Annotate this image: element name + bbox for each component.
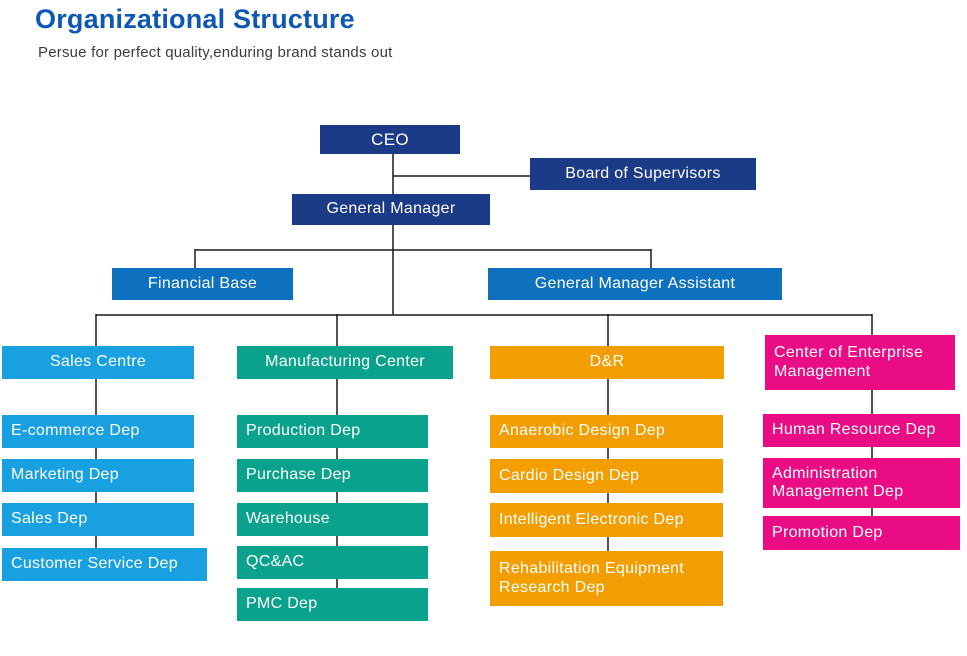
org-node-administration-management-dep: Administration Management Dep bbox=[763, 458, 960, 508]
org-node-warehouse: Warehouse bbox=[237, 503, 428, 536]
org-node-dr: D&R bbox=[490, 346, 724, 379]
org-node-qc-ac: QC&AC bbox=[237, 546, 428, 579]
page-subtitle: Persue for perfect quality,enduring bran… bbox=[38, 44, 393, 61]
org-node-anaerobic-design-dep: Anaerobic Design Dep bbox=[490, 415, 723, 448]
org-node-intelligent-electronic-dep: Intelligent Electronic Dep bbox=[490, 503, 723, 537]
org-node-human-resource-dep: Human Resource Dep bbox=[763, 414, 960, 447]
org-node-sales-dep: Sales Dep bbox=[2, 503, 194, 536]
org-node-enterprise-management: Center of Enterprise Management bbox=[765, 335, 955, 390]
org-node-marketing-dep: Marketing Dep bbox=[2, 459, 194, 492]
org-node-purchase-dep: Purchase Dep bbox=[237, 459, 428, 492]
page-title: Organizational Structure bbox=[35, 4, 355, 34]
org-node-pmc-dep: PMC Dep bbox=[237, 588, 428, 621]
org-node-customer-service-dep: Customer Service Dep bbox=[2, 548, 207, 581]
org-node-sales-centre: Sales Centre bbox=[2, 346, 194, 379]
page-header: Organizational Structure Persue for perf… bbox=[35, 4, 393, 61]
org-node-cardio-design-dep: Cardio Design Dep bbox=[490, 459, 723, 493]
org-node-board: Board of Supervisors bbox=[530, 158, 756, 190]
org-node-promotion-dep: Promotion Dep bbox=[763, 516, 960, 550]
org-node-production-dep: Production Dep bbox=[237, 415, 428, 448]
org-node-ecommerce-dep: E-commerce Dep bbox=[2, 415, 194, 448]
org-node-gm-assistant: General Manager Assistant bbox=[488, 268, 782, 300]
org-node-general-manager: General Manager bbox=[292, 194, 490, 225]
org-node-ceo: CEO bbox=[320, 125, 460, 154]
org-node-manufacturing-center: Manufacturing Center bbox=[237, 346, 453, 379]
org-node-rehabilitation-research-dep: Rehabilitation Equipment Research Dep bbox=[490, 551, 723, 606]
org-node-financial-base: Financial Base bbox=[112, 268, 293, 300]
